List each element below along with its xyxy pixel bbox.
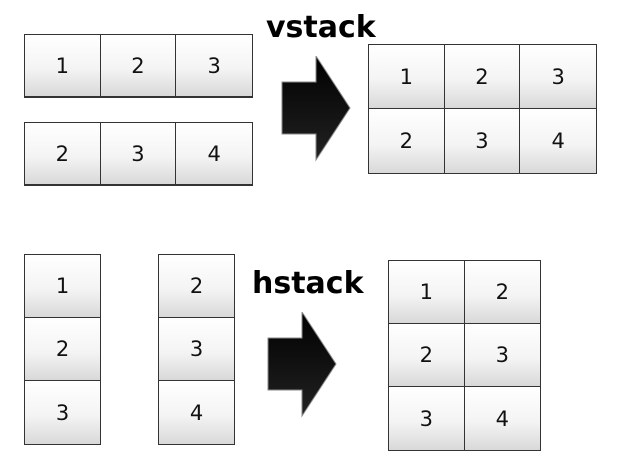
- vstack-result-cell: 3: [520, 45, 596, 109]
- hstack-input-a: 1 2 3: [24, 254, 101, 445]
- hstack-result-cell: 3: [389, 387, 465, 450]
- hstack-input-b-cell: 4: [159, 381, 234, 444]
- hstack-input-b: 2 3 4: [158, 254, 235, 445]
- vstack-result-cell: 3: [444, 109, 521, 173]
- hstack-result-cell: 2: [389, 324, 465, 387]
- hstack-input-a-cell: 2: [25, 318, 100, 381]
- vstack-input-b-cell: 2: [25, 123, 101, 185]
- hstack-result: 1 2 2 3 3 4: [388, 260, 541, 451]
- vstack-input-a: 1 2 3: [24, 34, 253, 98]
- hstack-result-cell: 2: [464, 261, 540, 324]
- hstack-input-a-cell: 3: [25, 381, 100, 444]
- vstack-result-cell: 1: [369, 45, 445, 109]
- hstack-result-cell: 4: [464, 387, 540, 450]
- hstack-label: hstack: [252, 266, 364, 301]
- hstack-input-a-cell: 1: [25, 255, 100, 318]
- vstack-input-b: 2 3 4: [24, 122, 253, 186]
- vstack-input-a-cell: 2: [100, 35, 177, 97]
- vstack-input-a-cell: 3: [176, 35, 252, 97]
- right-arrow-icon: [281, 56, 351, 162]
- vstack-result-cell: 4: [520, 109, 596, 173]
- vstack-label: vstack: [266, 10, 376, 45]
- vstack-input-b-cell: 3: [100, 123, 177, 185]
- vstack-input-a-cell: 1: [25, 35, 101, 97]
- right-arrow-icon: [267, 312, 337, 418]
- vstack-input-b-cell: 4: [176, 123, 252, 185]
- vstack-result-cell: 2: [369, 109, 445, 173]
- hstack-result-cell: 3: [464, 324, 540, 387]
- hstack-result-cell: 1: [389, 261, 465, 324]
- hstack-input-b-cell: 3: [159, 318, 234, 381]
- vstack-result: 1 2 3 2 3 4: [368, 44, 597, 174]
- hstack-input-b-cell: 2: [159, 255, 234, 318]
- vstack-result-cell: 2: [444, 45, 521, 109]
